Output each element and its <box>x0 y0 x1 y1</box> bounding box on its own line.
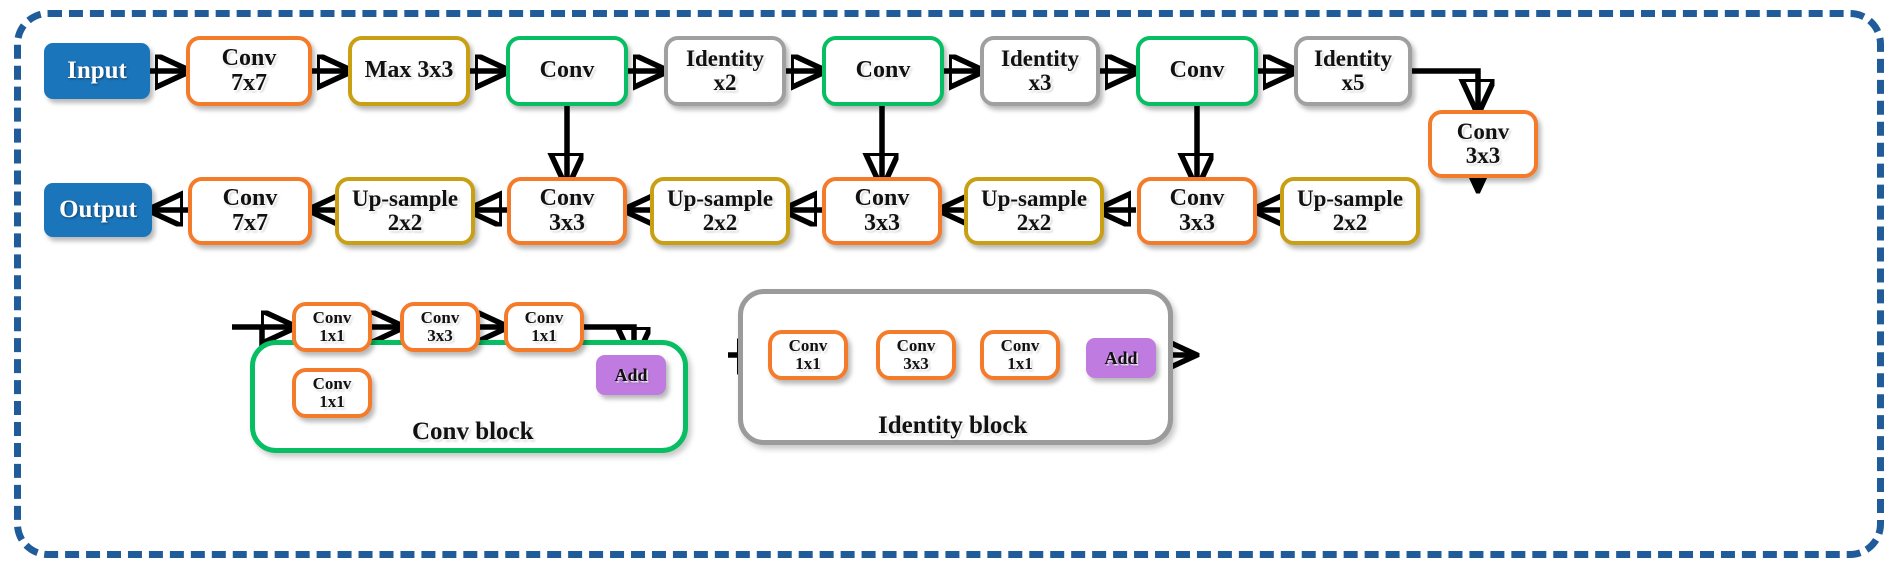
node-identity-x3-line1: Identity <box>1001 45 1079 71</box>
node-upsample-a-line1: Up-sample <box>1296 185 1404 211</box>
node-conv-block-a[interactable]: Conv <box>506 36 628 106</box>
node-max-3x3[interactable]: Max 3x3 <box>348 36 470 106</box>
node-identity-x3-line2: x3 <box>1028 70 1052 95</box>
convblock-node-conv-1x1-shortcut[interactable]: Conv 1x1 <box>292 368 372 418</box>
node-conv-7x7-out[interactable]: Conv 7x7 <box>188 177 312 245</box>
node-upsample-d-line1: Up-sample <box>351 185 459 211</box>
node-conv-block-c-label: Conv <box>1169 57 1225 84</box>
identityblock-node-conv-1x1-2-line1: Conv <box>1000 336 1040 356</box>
convblock-node-conv-1x1-shortcut-line1: Conv <box>312 374 352 394</box>
node-upsample-d-line2: 2x2 <box>387 210 423 235</box>
convblock-node-conv-1x1-1-line2: 1x1 <box>319 326 345 345</box>
node-conv-block-b[interactable]: Conv <box>822 36 944 106</box>
node-identity-x2[interactable]: Identity x2 <box>664 36 786 106</box>
identityblock-node-conv-3x3[interactable]: Conv 3x3 <box>876 330 956 380</box>
node-upsample-a-line2: 2x2 <box>1332 210 1368 235</box>
convblock-node-conv-1x1-2-line2: 1x1 <box>531 326 557 345</box>
node-upsample-c-line1: Up-sample <box>666 185 774 211</box>
convblock-node-conv-3x3-line1: Conv <box>420 308 460 328</box>
convblock-node-add[interactable]: Add <box>596 355 666 395</box>
node-conv-3x3-d-line1: Conv <box>539 184 595 211</box>
identityblock-node-conv-3x3-line1: Conv <box>896 336 936 356</box>
convblock-node-conv-1x1-1-line1: Conv <box>312 308 352 328</box>
conv-block-caption: Conv block <box>412 418 534 445</box>
node-conv-3x3-c-line2: 3x3 <box>864 210 900 236</box>
node-conv-3x3-bridge[interactable]: Conv 3x3 <box>1428 110 1538 178</box>
identityblock-node-conv-1x1-2[interactable]: Conv 1x1 <box>980 330 1060 380</box>
convblock-node-conv-1x1-1[interactable]: Conv 1x1 <box>292 302 372 352</box>
convblock-node-conv-1x1-shortcut-line2: 1x1 <box>319 392 345 411</box>
identityblock-node-add[interactable]: Add <box>1086 338 1156 378</box>
convblock-node-conv-3x3-line2: 3x3 <box>427 326 453 345</box>
convblock-node-conv-1x1-2-line1: Conv <box>524 308 564 328</box>
node-conv-3x3-b-line2: 3x3 <box>1179 210 1215 236</box>
node-output-label: Output <box>59 195 137 223</box>
identityblock-node-conv-1x1-1-line1: Conv <box>788 336 828 356</box>
node-conv-3x3-d-line2: 3x3 <box>549 210 585 236</box>
node-conv-7x7-line1: Conv <box>221 44 277 71</box>
node-conv-block-b-label: Conv <box>855 57 911 84</box>
node-conv-3x3-c[interactable]: Conv 3x3 <box>822 177 942 245</box>
node-identity-x2-line1: Identity <box>686 45 764 71</box>
node-upsample-a[interactable]: Up-sample 2x2 <box>1280 177 1420 245</box>
node-upsample-d[interactable]: Up-sample 2x2 <box>335 177 475 245</box>
convblock-node-conv-3x3[interactable]: Conv 3x3 <box>400 302 480 352</box>
node-max-3x3-label: Max 3x3 <box>364 57 454 84</box>
node-conv-7x7[interactable]: Conv 7x7 <box>186 36 312 106</box>
identityblock-node-conv-1x1-1-line2: 1x1 <box>795 354 821 373</box>
node-upsample-b[interactable]: Up-sample 2x2 <box>964 177 1104 245</box>
node-upsample-c-line2: 2x2 <box>702 210 738 235</box>
node-conv-7x7-out-line1: Conv <box>222 184 278 211</box>
diagram-outer-dashed-frame <box>14 10 1884 558</box>
convblock-node-add-label: Add <box>614 364 648 385</box>
node-conv-7x7-line2: 7x7 <box>231 70 267 96</box>
node-identity-x5[interactable]: Identity x5 <box>1294 36 1412 106</box>
node-conv-3x3-bridge-line2: 3x3 <box>1465 143 1501 168</box>
node-conv-3x3-d[interactable]: Conv 3x3 <box>507 177 627 245</box>
node-conv-block-a-label: Conv <box>539 57 595 84</box>
node-input-label: Input <box>67 56 127 84</box>
node-conv-3x3-b[interactable]: Conv 3x3 <box>1137 177 1257 245</box>
identityblock-node-add-label: Add <box>1104 347 1138 368</box>
node-conv-3x3-bridge-line1: Conv <box>1456 118 1510 144</box>
node-identity-x5-line2: x5 <box>1341 70 1365 95</box>
node-output[interactable]: Output <box>44 183 152 237</box>
node-upsample-b-line2: 2x2 <box>1016 210 1052 235</box>
node-identity-x3[interactable]: Identity x3 <box>980 36 1100 106</box>
node-upsample-b-line1: Up-sample <box>980 185 1088 211</box>
identityblock-node-conv-3x3-line2: 3x3 <box>903 354 929 373</box>
convblock-node-conv-1x1-2[interactable]: Conv 1x1 <box>504 302 584 352</box>
node-conv-7x7-out-line2: 7x7 <box>232 210 268 236</box>
node-conv-3x3-b-line1: Conv <box>1169 184 1225 211</box>
node-conv-3x3-c-line1: Conv <box>854 184 910 211</box>
node-conv-block-c[interactable]: Conv <box>1136 36 1258 106</box>
node-identity-x5-line1: Identity <box>1314 45 1392 71</box>
identity-block-caption: Identity block <box>878 412 1028 439</box>
identityblock-node-conv-1x1-1[interactable]: Conv 1x1 <box>768 330 848 380</box>
identityblock-node-conv-1x1-2-line2: 1x1 <box>1007 354 1033 373</box>
node-upsample-c[interactable]: Up-sample 2x2 <box>650 177 790 245</box>
node-input[interactable]: Input <box>44 43 150 99</box>
node-identity-x2-line2: x2 <box>713 70 737 95</box>
